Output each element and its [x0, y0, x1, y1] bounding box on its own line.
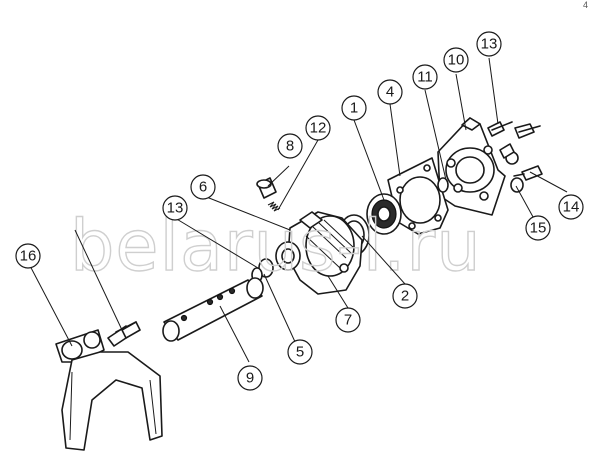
callout-10: 10 [443, 47, 469, 73]
svg-text:7: 7 [344, 312, 352, 329]
callout-8: 8 [277, 133, 303, 159]
svg-text:9: 9 [246, 370, 254, 387]
part-7-housing [275, 211, 363, 295]
svg-text:13: 13 [167, 200, 184, 217]
svg-text:4: 4 [386, 84, 394, 101]
callout-15: 15 [525, 215, 551, 241]
callout-7: 7 [335, 307, 361, 333]
svg-text:2: 2 [401, 288, 409, 305]
callout-11: 11 [412, 64, 438, 90]
svg-text:13: 13 [481, 36, 498, 53]
part-1-bearing [366, 193, 402, 235]
watermark: belarus-l.ru [70, 205, 482, 287]
part-13-bolts [487, 121, 541, 139]
callout-5: 5 [287, 339, 313, 365]
part-10-bracket-plate [437, 117, 506, 216]
part-16-shift-fork [55, 321, 163, 451]
callout-13-left: 13 [162, 195, 188, 221]
callout-2: 2 [392, 283, 418, 309]
callout-6: 6 [190, 174, 216, 200]
part-11-ring [437, 177, 449, 193]
part-15-bolts [499, 143, 524, 193]
part-4-gasket [387, 157, 449, 235]
svg-text:16: 16 [20, 248, 37, 265]
part-12-spring [267, 201, 281, 212]
callout-9: 9 [237, 365, 263, 391]
svg-text:14: 14 [563, 199, 580, 216]
callout-12: 12 [305, 115, 331, 141]
callout-1: 1 [341, 95, 367, 121]
svg-text:1: 1 [350, 100, 358, 117]
svg-text:15: 15 [530, 220, 547, 237]
callout-16: 16 [15, 243, 41, 269]
svg-text:10: 10 [448, 52, 465, 69]
svg-text:6: 6 [199, 179, 207, 196]
callout-14: 14 [558, 194, 584, 220]
svg-text:12: 12 [310, 120, 327, 137]
part-6-pin [121, 321, 141, 339]
corner-mark: 4 [583, 0, 588, 10]
callout-13-top: 13 [476, 31, 502, 57]
leader-lines [27, 57, 568, 363]
svg-text:11: 11 [417, 69, 433, 86]
callout-4: 4 [377, 79, 403, 105]
svg-text:8: 8 [286, 138, 294, 155]
svg-text:5: 5 [296, 344, 304, 361]
part-9-shaft [162, 277, 264, 342]
